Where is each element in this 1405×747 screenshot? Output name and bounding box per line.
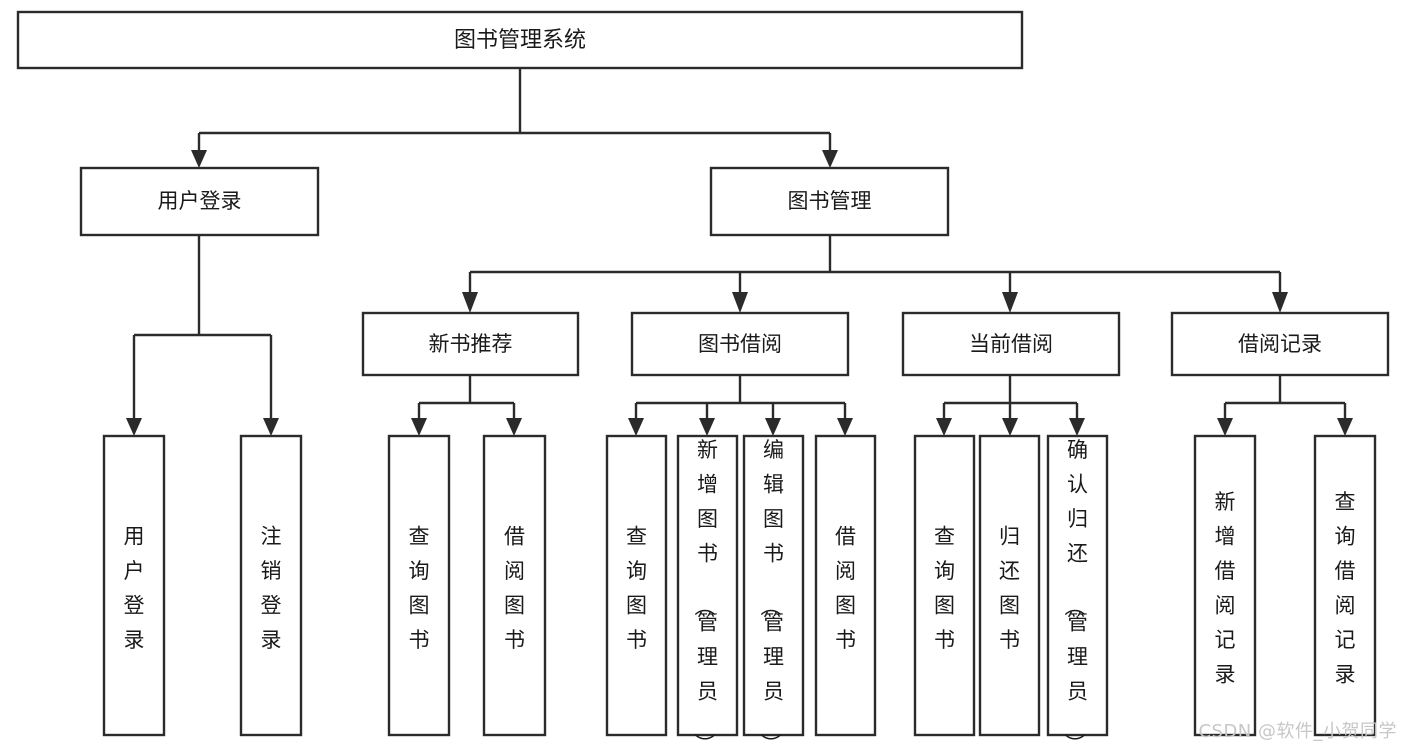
leaf-confirm-return-box[interactable]	[1046, 434, 1109, 737]
leaf-nodes-layer	[102, 434, 1377, 737]
leaf-user-login-box[interactable]	[102, 434, 166, 737]
leaf-add-borrow-record-label: 新增借阅记录	[1215, 490, 1236, 686]
leaf-borrow-book-new-label: 借阅图书	[504, 524, 525, 652]
node-root-label: 图书管理系统	[454, 28, 586, 53]
node-book-management[interactable]: 图书管理	[709, 166, 950, 237]
leaf-borrow-book-label: 借阅图书	[835, 524, 856, 652]
arrow-to-leaf-borrow-book	[837, 418, 853, 436]
arrow-to-user-login	[191, 150, 207, 168]
leaf-edit-book-box[interactable]	[742, 434, 805, 737]
leaf-logout-label: 注销登录	[261, 524, 282, 652]
arrow-to-leaf-logout	[263, 418, 279, 436]
leaf-query-borrow-record-label: 查询借阅记录	[1335, 490, 1356, 686]
node-current-borrow-box[interactable]	[901, 311, 1121, 377]
node-book-borrow-box[interactable]	[630, 311, 850, 377]
node-book-management-label: 图书管理	[788, 189, 872, 213]
leaf-query-book-borrow-box[interactable]	[605, 434, 668, 737]
leaf-add-book-box[interactable]	[676, 434, 739, 737]
arrow-to-leaf-query-book-new	[411, 418, 427, 436]
leaf-query-book-current-label: 查询图书	[934, 524, 955, 652]
arrow-to-book-management	[822, 150, 838, 168]
leaf-add-book-label: 新增图书（管理员）	[692, 438, 718, 747]
arrow-to-leaf-borrow-book-new	[506, 418, 522, 436]
node-new-book-recommend[interactable]: 新书推荐	[361, 311, 580, 377]
node-borrow-record-box[interactable]	[1170, 311, 1390, 377]
csdn-watermark: CSDN @软件_小贺同学	[1198, 721, 1397, 742]
arrow-to-leaf-query-book-current	[936, 418, 952, 436]
arrow-to-book-borrow	[732, 292, 748, 313]
leaf-return-book-box[interactable]	[978, 434, 1041, 737]
leaf-borrow-book-box[interactable]	[814, 434, 877, 737]
arrow-to-leaf-add-borrow-record	[1217, 418, 1233, 436]
leaf-query-borrow-record-box[interactable]	[1313, 434, 1377, 737]
node-user-login-label: 用户登录	[158, 189, 242, 213]
arrow-to-leaf-return-book	[1002, 418, 1018, 436]
leaf-add-borrow-record-box[interactable]	[1193, 434, 1257, 737]
node-book-management-box[interactable]	[709, 166, 950, 237]
node-book-borrow-label: 图书借阅	[698, 332, 782, 356]
node-new-book-recommend-box[interactable]	[361, 311, 580, 377]
leaf-return-book-label: 归还图书	[999, 524, 1020, 652]
node-user-login[interactable]: 用户登录	[79, 166, 320, 237]
leaf-logout-box[interactable]	[239, 434, 303, 737]
node-current-borrow-label: 当前借阅	[969, 332, 1053, 356]
arrow-to-new-book-recommend	[462, 292, 478, 313]
node-root[interactable]: 图书管理系统	[16, 10, 1024, 70]
node-book-borrow[interactable]: 图书借阅	[630, 311, 850, 377]
arrow-to-leaf-query-borrow-record	[1337, 418, 1353, 436]
leaf-edit-book-label: 编辑图书（管理员）	[758, 438, 784, 747]
arrow-to-leaf-confirm-return	[1069, 418, 1085, 436]
node-borrow-record-label: 借阅记录	[1238, 332, 1322, 356]
node-borrow-record[interactable]: 借阅记录	[1170, 311, 1390, 377]
leaf-query-book-borrow-label: 查询图书	[626, 524, 647, 652]
leaf-user-login-label: 用户登录	[124, 524, 145, 652]
arrow-to-leaf-query-book-borrow	[628, 418, 644, 436]
arrow-to-leaf-edit-book	[765, 418, 781, 436]
node-user-login-box[interactable]	[79, 166, 320, 237]
leaf-query-book-new-label: 查询图书	[409, 524, 430, 652]
node-new-book-recommend-label: 新书推荐	[429, 332, 513, 356]
leaf-labels-layer: 用户登录 注销登录 查询图书 借阅图书 查询图书 新增图书（管理员） 编辑图书（…	[124, 438, 1356, 747]
leaf-confirm-return-label: 确认归还（管理员）	[1062, 438, 1088, 747]
arrow-to-borrow-record	[1272, 292, 1288, 313]
edges-layer	[126, 68, 1353, 436]
leaf-query-book-new-box[interactable]	[387, 434, 451, 737]
node-root-box[interactable]	[16, 10, 1024, 70]
leaf-borrow-book-new-box[interactable]	[482, 434, 547, 737]
arrow-to-leaf-add-book	[699, 418, 715, 436]
arrow-to-current-borrow	[1002, 292, 1018, 313]
arrow-to-leaf-user-login	[126, 418, 142, 436]
leaf-query-book-current-box[interactable]	[913, 434, 976, 737]
node-current-borrow[interactable]: 当前借阅	[901, 311, 1121, 377]
